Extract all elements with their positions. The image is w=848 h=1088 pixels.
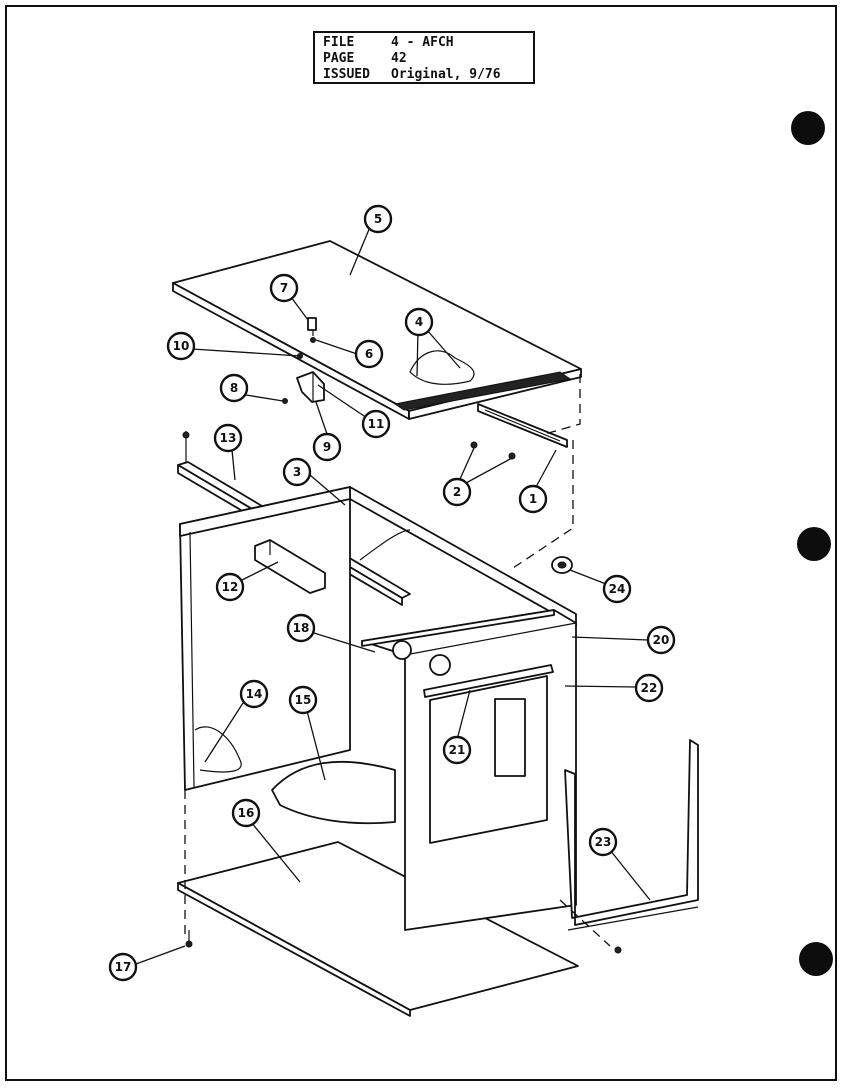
callout-label: 12 <box>222 580 239 594</box>
callout-3: 3 <box>282 457 312 487</box>
callout-label: 23 <box>595 835 612 849</box>
alignment-lines <box>184 374 611 947</box>
callout-label: 5 <box>374 212 382 226</box>
callout-label: 10 <box>173 339 190 353</box>
callout-label: 18 <box>293 621 310 635</box>
header-value: 4 - AFCH <box>391 35 454 50</box>
callout-20: 20 <box>646 625 676 655</box>
callout-label: 17 <box>115 960 132 974</box>
callout-label: 21 <box>449 743 466 757</box>
callout-2: 2 <box>442 477 472 507</box>
front-rail <box>477 403 568 448</box>
header-key: PAGE <box>323 51 355 66</box>
callout-label: 14 <box>246 687 263 701</box>
base-panel <box>177 841 579 1017</box>
callout-16: 16 <box>231 798 261 828</box>
callout-label: 8 <box>230 381 238 395</box>
callout-label: 1 <box>529 492 537 506</box>
leader-lines <box>135 226 651 965</box>
bottom-tray <box>271 760 396 825</box>
screw-dot <box>614 946 622 954</box>
binder-hole-top <box>791 111 825 145</box>
callout-15: 15 <box>288 685 318 715</box>
header-value: Original, 9/76 <box>391 67 501 82</box>
callout-label: 6 <box>365 347 373 361</box>
callout-label: 4 <box>415 315 423 329</box>
callout-21: 21 <box>442 735 472 765</box>
callout-6: 6 <box>354 339 384 369</box>
header-row-issued: ISSUED Original, 9/76 <box>323 67 525 83</box>
callout-11: 11 <box>361 409 391 439</box>
header-row-page: PAGE 42 <box>323 51 525 67</box>
binder-hole-middle <box>797 527 831 561</box>
callout-5: 5 <box>363 204 393 234</box>
callout-label: 15 <box>295 693 312 707</box>
callout-label: 11 <box>368 417 385 431</box>
front-panel <box>361 609 577 931</box>
callout-23: 23 <box>588 827 618 857</box>
file-info-box: FILE 4 - AFCH PAGE 42 ISSUED Original, 9… <box>313 31 535 84</box>
sheet-border <box>5 5 837 1081</box>
callout-label: 3 <box>293 465 301 479</box>
callout-label: 9 <box>323 440 331 454</box>
callout-1: 1 <box>518 484 548 514</box>
callout-14: 14 <box>239 679 269 709</box>
callout-label: 13 <box>220 431 237 445</box>
grommet <box>551 556 573 574</box>
callout-9: 9 <box>312 432 342 462</box>
callout-18: 18 <box>286 613 316 643</box>
callout-22: 22 <box>634 673 664 703</box>
callout-label: 16 <box>238 806 255 820</box>
callout-label: 2 <box>453 485 461 499</box>
callout-7: 7 <box>269 273 299 303</box>
callout-8: 8 <box>219 373 249 403</box>
callout-label: 22 <box>641 681 658 695</box>
duct-channel <box>254 539 326 594</box>
callout-label: 24 <box>609 582 626 596</box>
callout-13: 13 <box>213 423 243 453</box>
callout-12: 12 <box>215 572 245 602</box>
header-row-file: FILE 4 - AFCH <box>323 35 525 51</box>
header-value: 42 <box>391 51 407 66</box>
callout-label: 7 <box>280 281 288 295</box>
header-key: ISSUED <box>323 67 370 82</box>
callout-4: 4 <box>404 307 434 337</box>
binder-hole-bottom <box>799 942 833 976</box>
callout-24: 24 <box>602 574 632 604</box>
callout-17: 17 <box>108 952 138 982</box>
screws-2 <box>470 441 516 460</box>
header-key: FILE <box>323 35 355 50</box>
side-bracket <box>564 739 699 931</box>
callout-10: 10 <box>166 331 196 361</box>
callout-label: 20 <box>653 633 670 647</box>
